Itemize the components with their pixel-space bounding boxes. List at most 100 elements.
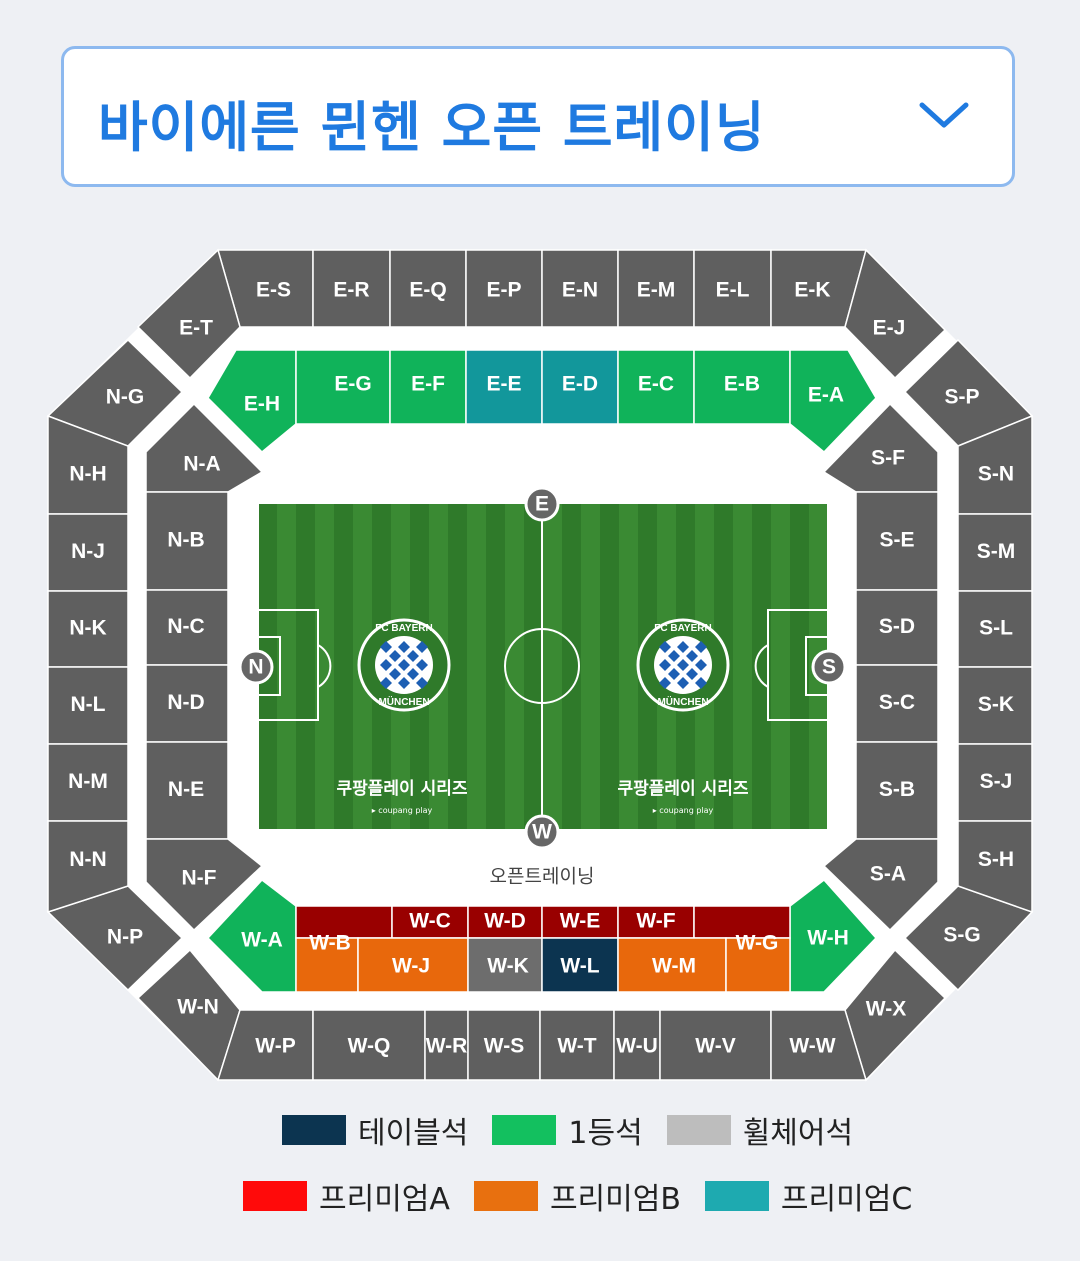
section-label: S-G	[943, 924, 980, 947]
section-shape	[789, 349, 877, 454]
section-e-b[interactable]: E-B	[693, 349, 791, 425]
section-s-n[interactable]: S-N	[957, 414, 1033, 515]
section-label: W-H	[807, 927, 849, 950]
section-label: W-A	[241, 929, 283, 952]
section-s-h[interactable]: S-H	[957, 820, 1033, 914]
logo-diamond	[668, 668, 680, 680]
logo-diamond	[686, 650, 698, 662]
section-w-s[interactable]: W-S	[467, 1009, 541, 1081]
section-s-d[interactable]: S-D	[855, 589, 939, 666]
section-n-m[interactable]: N-M	[47, 743, 129, 822]
section-w-j[interactable]: W-J	[357, 937, 469, 993]
section-w-p[interactable]: W-P	[216, 1009, 314, 1081]
sponsor-sub-left: ▸ coupang play	[372, 806, 433, 815]
section-n-c[interactable]: N-C	[145, 589, 229, 666]
section-n-h[interactable]: N-H	[47, 414, 129, 515]
section-label: S-D	[879, 615, 915, 638]
section-shape	[770, 1009, 868, 1081]
section-n-j[interactable]: N-J	[47, 513, 129, 592]
section-e-d[interactable]: E-D	[541, 349, 619, 425]
section-w-r[interactable]: W-R	[424, 1009, 469, 1081]
section-e-g[interactable]: E-G	[295, 349, 391, 425]
section-label: W-M	[652, 955, 696, 978]
section-s-f[interactable]: S-F	[822, 402, 939, 493]
section-label: S-J	[980, 770, 1013, 793]
logo-bottom-text-left: MÜNCHEN	[378, 695, 429, 708]
section-n-d[interactable]: N-D	[145, 664, 229, 743]
marker-west-label: W	[532, 821, 552, 844]
section-w-k[interactable]: W-K	[467, 937, 543, 993]
section-w-d[interactable]: W-D	[467, 905, 543, 939]
marker-east: E	[524, 486, 560, 522]
section-n-f[interactable]: N-F	[145, 838, 264, 932]
logo-diamond	[389, 668, 401, 680]
section-label: N-J	[71, 540, 105, 563]
section-n-n[interactable]: N-N	[47, 820, 129, 914]
section-e-m[interactable]: E-M	[617, 249, 695, 328]
section-shape	[957, 820, 1033, 914]
section-w-g[interactable]: W-G	[725, 932, 791, 993]
section-w-e[interactable]: W-E	[541, 905, 619, 939]
section-label: E-K	[794, 279, 830, 302]
section-w-h[interactable]: W-H	[789, 878, 878, 993]
section-w-m[interactable]: W-M	[617, 937, 727, 993]
section-n-b[interactable]: N-B	[145, 491, 229, 591]
section-label: E-D	[562, 373, 598, 396]
marker-north-label: N	[248, 656, 263, 679]
section-shape	[725, 937, 791, 993]
logo-diamond	[677, 659, 689, 671]
section-label: W-T	[557, 1035, 596, 1058]
marker-south: S	[811, 649, 847, 685]
section-e-l[interactable]: E-L	[693, 249, 772, 328]
section-e-r[interactable]: E-R	[312, 249, 391, 328]
section-w-t[interactable]: W-T	[539, 1009, 615, 1081]
section-w-f[interactable]: W-F	[617, 905, 695, 939]
section-s-j[interactable]: S-J	[957, 743, 1033, 822]
section-s-b[interactable]: S-B	[855, 741, 939, 840]
section-w-x[interactable]: W-X	[844, 948, 947, 1082]
section-w-n[interactable]: W-N	[136, 948, 241, 1082]
dropdown-title: 바이에른 뮌헨 오픈 트레이닝	[98, 96, 766, 159]
stadium-select-dropdown[interactable]: 바이에른 뮌헨 오픈 트레이닝	[61, 46, 1015, 187]
section-shape	[206, 878, 297, 993]
section-label: E-R	[333, 279, 369, 302]
section-w-q[interactable]: W-Q	[312, 1009, 426, 1081]
section-label: E-A	[808, 384, 844, 407]
pitch-stripe	[733, 503, 752, 830]
section-w-w[interactable]: W-W	[770, 1009, 868, 1081]
section-s-l[interactable]: S-L	[957, 590, 1033, 668]
section-s-c[interactable]: S-C	[855, 664, 939, 743]
section-s-k[interactable]: S-K	[957, 666, 1033, 745]
section-label: W-W	[789, 1035, 835, 1058]
legend-swatch	[243, 1181, 307, 1211]
section-e-c[interactable]: E-C	[617, 349, 695, 425]
section-n-e[interactable]: N-E	[145, 741, 229, 840]
section-e-a[interactable]: E-A	[789, 349, 877, 454]
chevron-down-icon[interactable]	[918, 99, 970, 131]
section-s-m[interactable]: S-M	[957, 513, 1033, 592]
section-e-h[interactable]: E-H	[207, 349, 297, 454]
section-e-j[interactable]: E-J	[844, 248, 947, 380]
section-e-n[interactable]: E-N	[541, 249, 619, 328]
section-w-c[interactable]: W-C	[391, 905, 469, 939]
section-w-v[interactable]: W-V	[659, 1009, 772, 1081]
section-e-t[interactable]: E-T	[136, 248, 241, 380]
section-s-a[interactable]: S-A	[822, 838, 939, 932]
section-n-l[interactable]: N-L	[47, 666, 129, 745]
section-n-k[interactable]: N-K	[47, 590, 129, 668]
logo-diamond	[659, 677, 671, 689]
section-w-l[interactable]: W-L	[541, 937, 619, 993]
sponsor-text-left: 쿠팡플레이 시리즈	[336, 779, 467, 799]
section-shape	[844, 248, 947, 380]
section-e-p[interactable]: E-P	[465, 249, 543, 328]
section-label: N-D	[167, 691, 204, 714]
section-s-e[interactable]: S-E	[855, 491, 939, 591]
section-e-e[interactable]: E-E	[465, 349, 543, 425]
section-e-f[interactable]: E-F	[389, 349, 467, 425]
section-label: S-C	[879, 691, 915, 714]
section-w-b[interactable]: W-B	[295, 932, 359, 993]
section-e-q[interactable]: E-Q	[389, 249, 467, 328]
section-s-p[interactable]: S-P	[903, 338, 1034, 447]
section-w-a[interactable]: W-A	[206, 878, 297, 993]
section-w-u[interactable]: W-U	[613, 1009, 661, 1081]
